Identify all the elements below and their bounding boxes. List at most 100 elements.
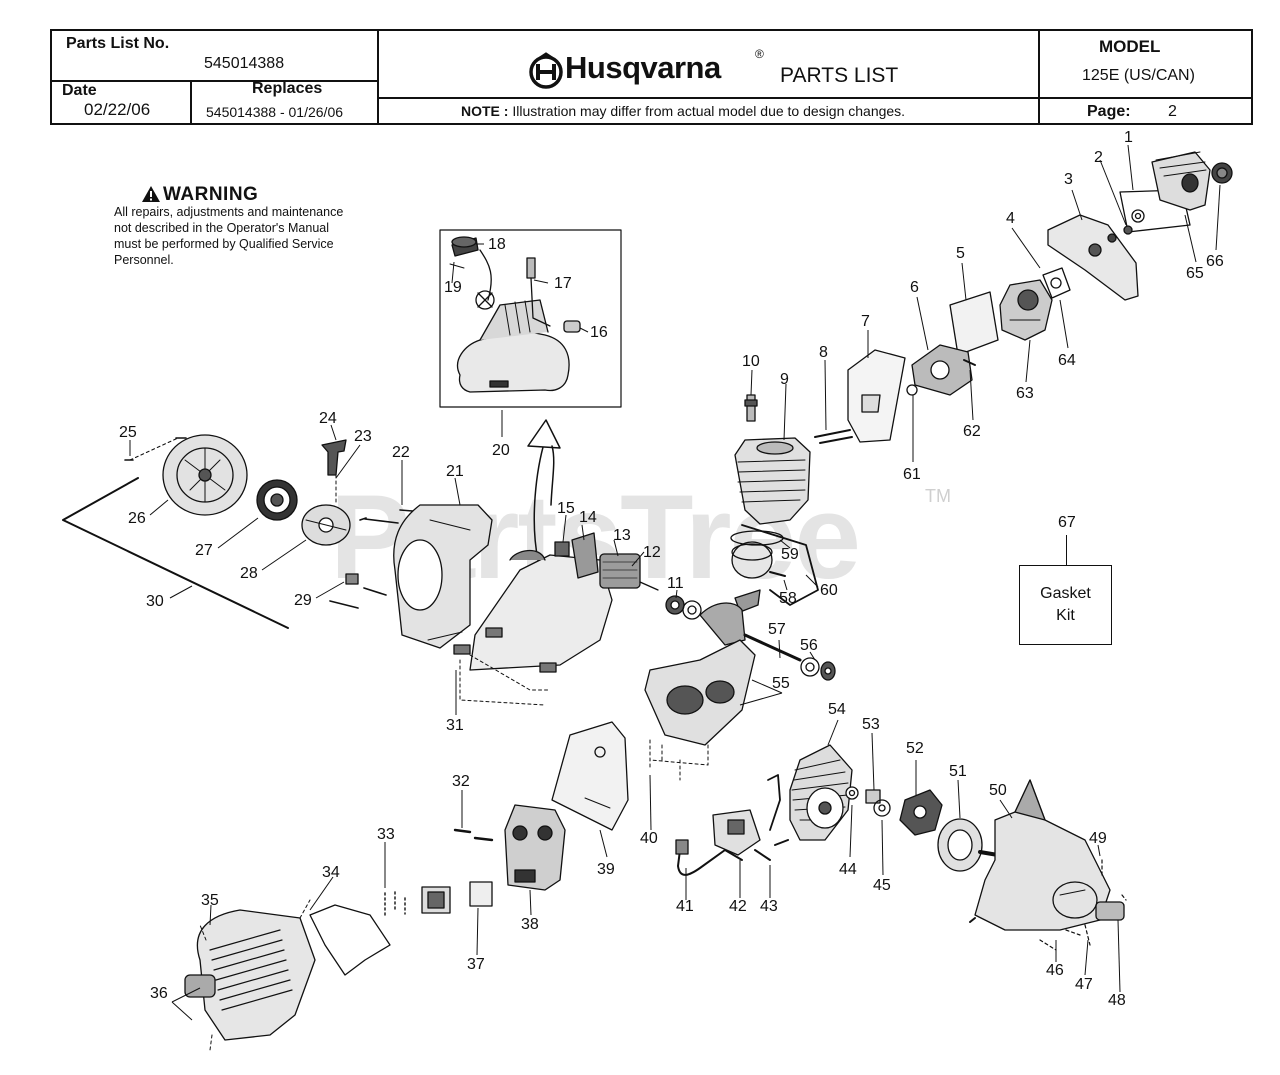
carburetor-part	[999, 279, 1053, 341]
callout-49: 49	[1089, 830, 1107, 847]
callout-5: 5	[956, 245, 965, 262]
fuel-cap-part	[451, 236, 479, 257]
husqvarna-crown-logo-icon	[529, 52, 563, 89]
callout-41: 41	[676, 898, 694, 915]
callout-46: 46	[1046, 962, 1064, 979]
callout-6: 6	[910, 279, 919, 296]
callout-52: 52	[906, 740, 924, 757]
callout-25: 25	[119, 424, 137, 441]
callout-35: 35	[201, 892, 219, 909]
model-value: 125E (US/CAN)	[1082, 67, 1195, 84]
knob-part	[1211, 162, 1233, 184]
model-label: MODEL	[1099, 37, 1161, 56]
callout-65: 65	[1186, 265, 1204, 282]
note-label: NOTE :	[461, 103, 509, 119]
callout-56: 56	[800, 637, 818, 654]
air-filter-cover-part	[1047, 214, 1139, 301]
ignition-module-part	[712, 809, 761, 856]
callout-10: 10	[742, 353, 760, 370]
pulley-part	[301, 504, 351, 546]
callout-numbers: 1 2 3 4 5 6 7 8 9 10 11 12 13 14 15 16 1…	[119, 129, 1224, 1009]
muffler-part	[504, 804, 566, 891]
bushing-part	[345, 573, 359, 585]
starter-housing-part	[162, 434, 248, 516]
carb-gasket-part	[1042, 267, 1071, 299]
callout-34: 34	[322, 864, 340, 881]
callout-67: 67	[1058, 514, 1076, 531]
callout-30: 30	[146, 593, 164, 610]
callout-28: 28	[240, 565, 258, 582]
callout-29: 29	[294, 592, 312, 609]
callout-63: 63	[1016, 385, 1034, 402]
clutch-housing-part	[974, 779, 1125, 931]
fuel-tank-part	[456, 299, 570, 393]
callout-51: 51	[949, 763, 967, 780]
starter-handle-part	[321, 439, 347, 476]
callout-36: 36	[150, 985, 168, 1002]
leader-lines	[129, 144, 1221, 1021]
fuel-filter-part	[526, 257, 551, 327]
callout-48: 48	[1108, 992, 1126, 1009]
filter-cover-part	[1151, 151, 1211, 211]
callout-3: 3	[1064, 171, 1073, 188]
cylinder-part	[734, 437, 811, 525]
callout-53: 53	[862, 716, 880, 733]
divider	[1038, 31, 1040, 123]
crank-seal-part	[820, 661, 836, 681]
callout-59: 59	[781, 546, 799, 563]
registered-mark: ®	[755, 47, 764, 61]
fuel-line-part	[475, 249, 495, 310]
callout-50: 50	[989, 782, 1007, 799]
spacer-part	[1131, 209, 1145, 223]
callout-9: 9	[780, 371, 789, 388]
leader-line	[1066, 535, 1067, 565]
replaces-value: 545014388 - 01/26/06	[206, 104, 344, 120]
callout-8: 8	[819, 344, 828, 361]
callout-31: 31	[446, 717, 464, 734]
clutch-drum-part	[937, 818, 1000, 872]
divider	[190, 80, 192, 123]
rewind-spring-part	[256, 479, 298, 521]
note-text: Illustration may differ from actual mode…	[512, 103, 906, 119]
clip-part	[906, 384, 918, 396]
callout-40: 40	[640, 830, 658, 847]
intake-boot-part	[571, 532, 599, 579]
watermark-tm: TM	[925, 486, 951, 506]
callout-42: 42	[729, 898, 747, 915]
arrow-20	[533, 439, 546, 561]
bracket-30	[62, 477, 289, 629]
replaces-label: Replaces	[252, 80, 323, 97]
callout-4: 4	[1006, 210, 1015, 227]
note: NOTE : Illustration may differ from actu…	[461, 103, 905, 119]
callout-12: 12	[643, 544, 661, 561]
crankshaft-part	[699, 589, 802, 662]
callout-47: 47	[1075, 976, 1093, 993]
brand-name: Husqvarna	[565, 50, 721, 85]
callout-55: 55	[772, 675, 790, 692]
cylinder-cover-part	[184, 909, 316, 1041]
bracket-60	[741, 524, 819, 606]
callout-66: 66	[1206, 253, 1224, 270]
insulator-part	[949, 291, 999, 356]
ignition-lead	[677, 849, 743, 876]
callout-45: 45	[873, 877, 891, 894]
callout-37: 37	[467, 956, 485, 973]
flywheel-part	[789, 744, 853, 841]
callout-7: 7	[861, 313, 870, 330]
callout-19: 19	[444, 279, 462, 296]
callout-54: 54	[828, 701, 846, 718]
callout-58: 58	[779, 590, 797, 607]
callout-11: 11	[667, 575, 684, 592]
washer-part	[845, 786, 859, 800]
clutch-part	[899, 789, 943, 836]
callout-64: 64	[1058, 352, 1076, 369]
callout-60: 60	[820, 582, 838, 599]
date-label: Date	[62, 82, 97, 99]
fuel-tank-inset-box	[439, 229, 622, 408]
callout-15: 15	[557, 500, 575, 517]
callout-2: 2	[1094, 149, 1103, 166]
heat-shield-part	[551, 721, 629, 831]
crank-bearing-part	[800, 657, 820, 677]
callout-38: 38	[521, 916, 539, 933]
piston-part	[731, 541, 786, 579]
